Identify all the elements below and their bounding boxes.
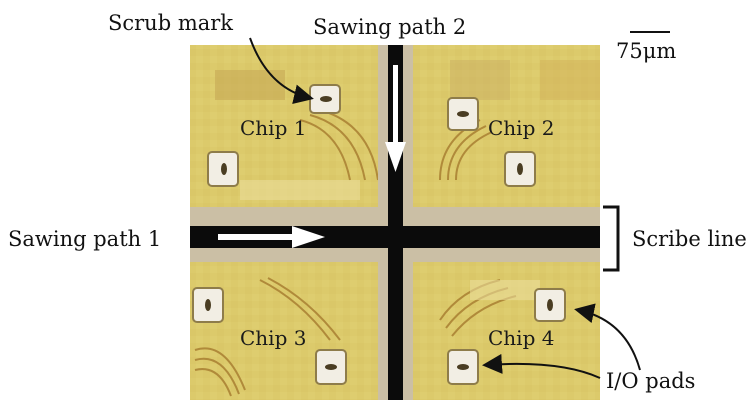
chip-2-area [413, 45, 600, 207]
chip-3-area [190, 262, 380, 400]
chip-label: Chip 2 [488, 116, 554, 140]
io-pads-label: I/O pads [606, 369, 695, 393]
sawing-path-1-label: Sawing path 1 [8, 227, 161, 251]
sawing-path-2-label: Sawing path 2 [313, 15, 466, 39]
sawing-direction-arrow-horizontal [218, 226, 325, 248]
io-pad-arrow [574, 303, 641, 371]
chip-4-area [413, 262, 600, 400]
scrub-mark-arrow [249, 37, 314, 105]
scrub-mark [320, 96, 332, 102]
scrub-mark-label: Scrub mark [108, 11, 233, 35]
micrograph-photo: Chip 1 Chip 2 Chip 3 Chip 4 [190, 45, 600, 400]
scribe-line-label: Scribe line [632, 227, 747, 251]
chip-label: Chip 3 [240, 326, 306, 350]
scale-bar-label: 75μm [616, 39, 676, 63]
chip-label: Chip 4 [488, 326, 554, 350]
chip-label: Chip 1 [240, 116, 306, 140]
saw-kerf-vertical [388, 45, 403, 400]
scribe-line-bracket [603, 205, 620, 272]
io-pad-arrow [482, 353, 601, 379]
sawing-direction-arrow-vertical [385, 65, 406, 172]
